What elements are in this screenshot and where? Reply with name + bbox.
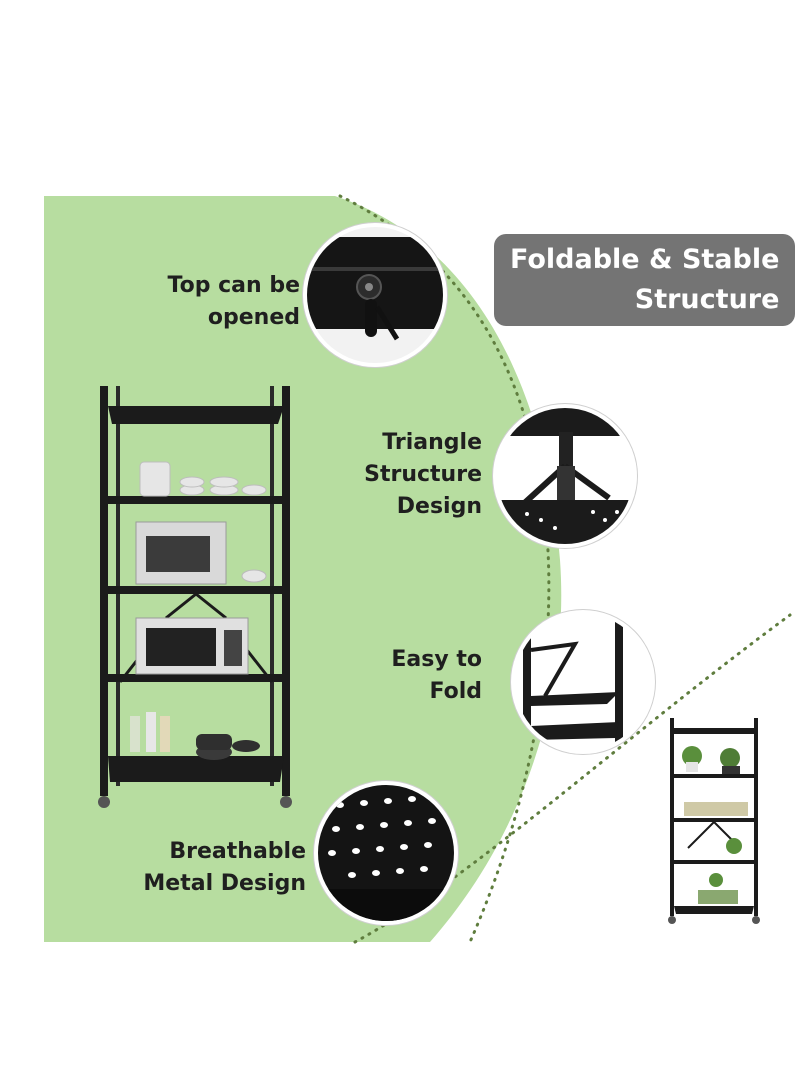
feature-label-line: Fold (429, 679, 482, 704)
feature-label-top-opened: Top can be opened (140, 270, 300, 334)
feature-label-line: Metal Design (143, 871, 306, 896)
feature-label-line: Design (396, 494, 482, 519)
feature-label-easy-fold: Easy to Fold (340, 644, 482, 708)
feature-label-line: Triangle (382, 430, 482, 455)
feature-label-line: opened (207, 305, 300, 330)
feature-label-line: Breathable (169, 839, 306, 864)
small-shelf-unit (668, 718, 760, 924)
triangle-joint-illustration (497, 408, 633, 544)
hinge-illustration (307, 227, 443, 363)
detail-circle-triangle (493, 404, 637, 548)
feature-label-line: Top can be (167, 273, 300, 298)
detail-circle-fold (511, 610, 655, 754)
main-shelf-unit (98, 386, 292, 808)
headline-line-1: Foldable & Stable (510, 244, 780, 275)
feature-label-line: Structure (364, 462, 482, 487)
detail-circle-top-hinge (303, 223, 447, 367)
headline-line-2: Structure (634, 284, 780, 315)
feature-label-breathable: Breathable Metal Design (120, 836, 306, 900)
feature-label-triangle: Triangle Structure Design (320, 427, 482, 523)
detail-circle-mesh (314, 781, 458, 925)
headline-box: Foldable & Stable Structure (494, 234, 796, 326)
feature-label-line: Easy to (391, 647, 482, 672)
folded-shelf-illustration (515, 614, 651, 750)
perforated-metal-illustration (318, 785, 454, 921)
